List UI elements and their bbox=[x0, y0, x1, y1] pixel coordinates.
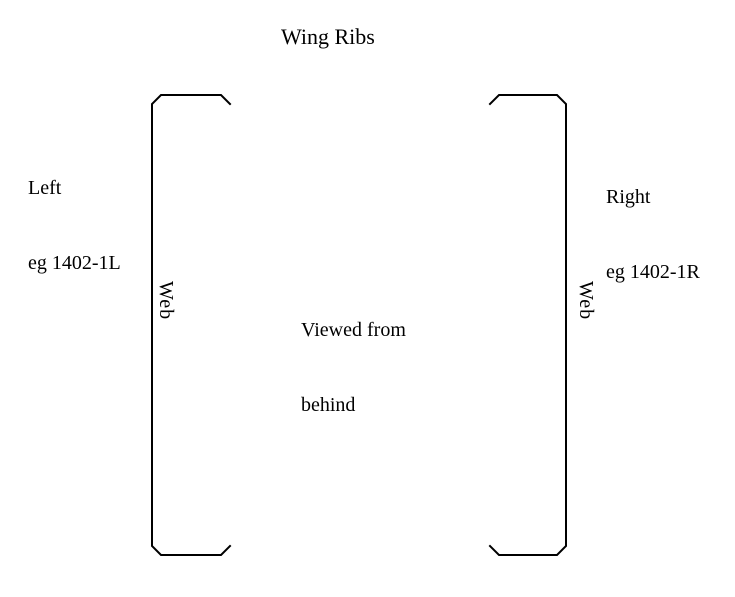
right-rib-label: Right eg 1402-1R bbox=[606, 135, 700, 335]
left-rib-label-line1: Left bbox=[28, 177, 62, 199]
left-rib-label-line2: eg 1402-1L bbox=[28, 252, 121, 274]
left-web-label: Web bbox=[155, 281, 177, 321]
center-note: Viewed from behind bbox=[301, 268, 406, 468]
right-rib-label-line2: eg 1402-1R bbox=[606, 261, 700, 283]
right-web-label: Web bbox=[575, 281, 597, 321]
right-rib-outline bbox=[488, 94, 567, 556]
center-note-line1: Viewed from bbox=[301, 319, 406, 341]
left-rib-label: Left eg 1402-1L bbox=[28, 126, 121, 326]
right-rib-label-line1: Right bbox=[606, 186, 651, 208]
diagram-title: Wing Ribs bbox=[281, 24, 375, 49]
center-note-line2: behind bbox=[301, 394, 356, 416]
left-rib-outline bbox=[151, 94, 232, 556]
